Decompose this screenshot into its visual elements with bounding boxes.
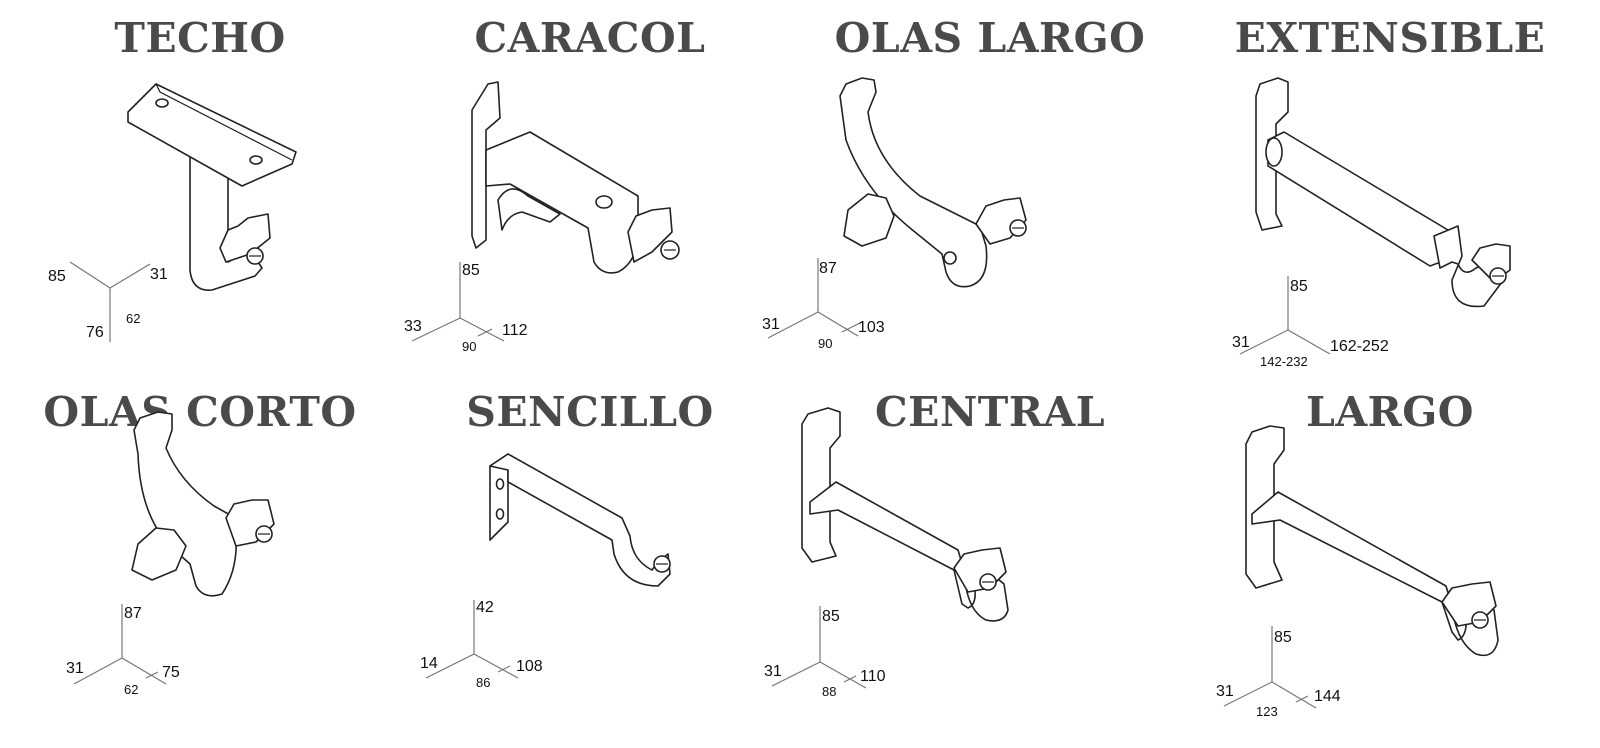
- dimension-up: 85: [1290, 278, 1308, 295]
- product-title: OLAS CORTO: [43, 388, 357, 436]
- dimension-right: 108: [516, 658, 543, 675]
- dimension-up: 42: [476, 599, 494, 616]
- product-olas-corto: OLAS CORTO 87 31 75 62: [0, 374, 400, 748]
- dimension-right: 162-252: [1330, 338, 1389, 355]
- dimension-axes: 42 14 108 86: [420, 599, 543, 690]
- product-central: CENTRAL 85 31 110 88: [764, 374, 1190, 748]
- dimension-up: 85: [1274, 629, 1292, 646]
- dimension-bottom: 62: [124, 682, 138, 697]
- sencillo-bracket-illustration: [489, 453, 671, 587]
- dimension-up: 85: [462, 262, 480, 279]
- dimension-left: 14: [420, 655, 438, 672]
- bracket-drawing-caracol: 85 33 112 90: [404, 81, 680, 354]
- product-title: EXTENSIBLE: [1234, 14, 1546, 62]
- dimension-right: 75: [162, 664, 180, 681]
- dimension-bottom: 62: [126, 311, 140, 326]
- product-title: LARGO: [1306, 388, 1474, 436]
- product-title: SENCILLO: [466, 388, 714, 436]
- dimension-left: 31: [1232, 334, 1250, 351]
- product-extensible: EXTENSIBLE 85 31 162-252 142-232: [1190, 0, 1590, 374]
- product-title: TECHO: [114, 14, 286, 62]
- dimension-down: 76: [86, 324, 104, 341]
- bracket-drawing-extensible: 85 31 162-252 142-232: [1232, 77, 1511, 369]
- dimension-bottom: 90: [462, 339, 476, 354]
- dimension-axes: 85 31 162-252 142-232: [1232, 276, 1389, 369]
- product-olas-largo: OLAS LARGO 87 31 103 90: [762, 0, 1190, 374]
- product-techo: TECHO 85 31 62 76: [0, 0, 400, 374]
- product-largo: LARGO 85 31 144 123: [1190, 374, 1590, 748]
- caracol-bracket-illustration: [471, 81, 680, 274]
- bracket-drawing-techo: 85 31 62 76: [48, 83, 297, 342]
- dimension-bottom: 142-232: [1260, 354, 1308, 369]
- dimension-left: 31: [1216, 683, 1234, 700]
- central-bracket-illustration: [801, 407, 1009, 622]
- product-title: OLAS LARGO: [834, 14, 1146, 62]
- olas-largo-bracket-illustration: [839, 77, 1027, 288]
- dimension-left: 33: [404, 318, 422, 335]
- dimension-axes: 85 33 112 90: [404, 262, 528, 354]
- bracket-drawing-sencillo: 42 14 108 86: [420, 453, 671, 690]
- olas-corto-bracket-illustration: [131, 411, 275, 597]
- bracket-drawing-largo: 85 31 144 123: [1216, 425, 1499, 719]
- dimension-right: 110: [860, 668, 886, 685]
- dimension-bottom: 88: [822, 684, 836, 699]
- dimension-right: 144: [1314, 688, 1341, 705]
- dimension-axes: 87 31 75 62: [66, 604, 180, 697]
- extensible-bracket-illustration: [1255, 77, 1511, 308]
- dimension-axes: 87 31 103 90: [762, 258, 885, 351]
- ceiling-bracket-illustration: [127, 83, 297, 291]
- dimension-axes: 85 31 144 123: [1216, 626, 1341, 719]
- dimension-left: 85: [48, 268, 66, 285]
- product-sencillo: SENCILLO 42 14 108 86: [390, 374, 790, 748]
- dimension-up: 87: [124, 605, 142, 622]
- dimension-bottom: 123: [1256, 704, 1278, 719]
- dimension-left: 31: [764, 663, 782, 680]
- dimension-bottom: 90: [818, 336, 832, 351]
- dimension-right: 112: [502, 322, 528, 339]
- dimension-up: 87: [819, 260, 837, 277]
- product-caracol: CARACOL 85 33 112 90: [390, 0, 790, 374]
- dimension-axes: 85 31 110 88: [764, 606, 886, 699]
- product-title: CARACOL: [474, 14, 706, 62]
- dimension-left: 31: [762, 316, 780, 333]
- dimension-left: 31: [66, 660, 84, 677]
- bracket-drawing-olas-largo: 87 31 103 90: [762, 77, 1027, 351]
- dimension-axes: 85 31 62 76: [48, 261, 168, 342]
- dimension-bottom: 86: [476, 675, 490, 690]
- dimension-right: 31: [150, 266, 168, 283]
- dimension-up: 85: [822, 608, 840, 625]
- bracket-drawing-central: 85 31 110 88: [764, 407, 1009, 699]
- largo-bracket-illustration: [1245, 425, 1499, 657]
- bracket-drawing-olas-corto: 87 31 75 62: [66, 411, 275, 697]
- product-title: CENTRAL: [874, 388, 1106, 436]
- dimension-right: 103: [858, 319, 885, 336]
